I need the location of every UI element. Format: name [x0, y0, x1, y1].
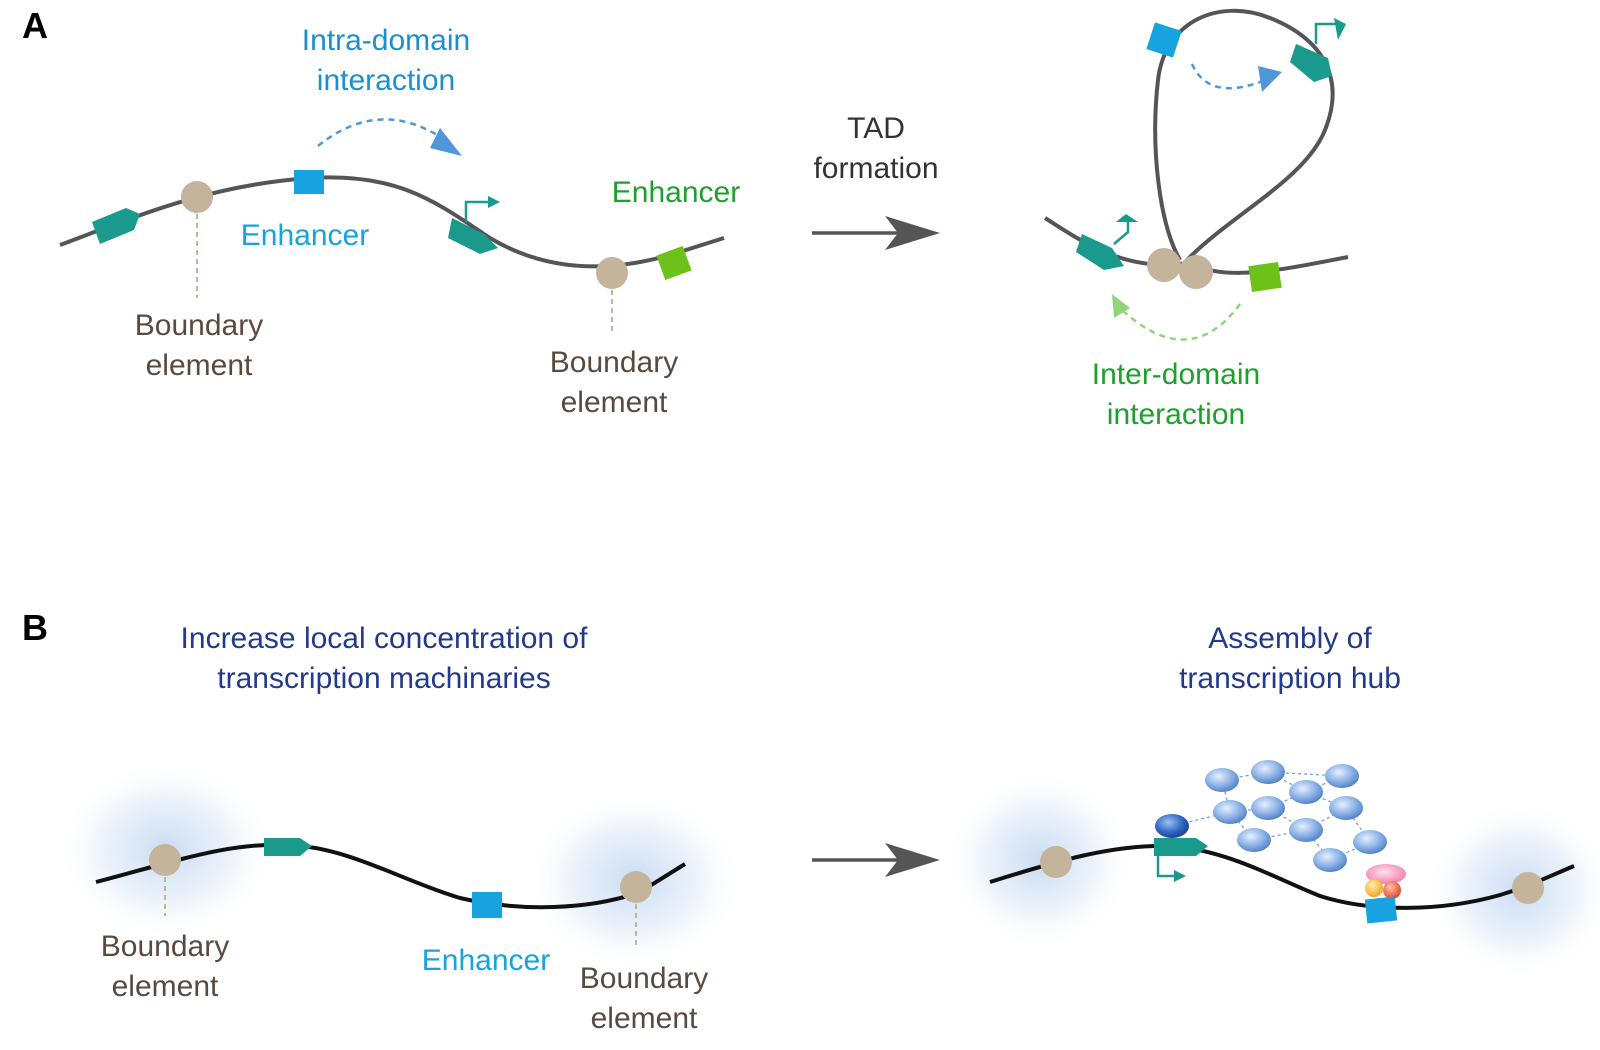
chromatin-fiber-b-right [989, 843, 1575, 910]
boundary-left-label-line2: element [146, 349, 253, 382]
intra-domain-label-line1: Intra-domain [302, 24, 470, 57]
inter-domain-arrow [1121, 303, 1242, 341]
right-title-line1: Assembly of [1208, 622, 1372, 655]
arrowhead-icon [885, 843, 940, 877]
tss-arrowhead-icon [1174, 870, 1186, 882]
enhancer-icon [1146, 22, 1182, 58]
enhancer-label-b: Enhancer [422, 944, 550, 977]
protein-complex-icon [1313, 848, 1347, 872]
boundary-element-icon [620, 871, 652, 903]
chromatin-fiber-a [59, 175, 725, 269]
enhancer-icon [656, 245, 692, 281]
right-title-line2: transcription hub [1179, 662, 1401, 695]
panel-a-letter: A [22, 5, 48, 46]
boundary-element-icon [1040, 846, 1072, 878]
protein-complex-icon [1353, 830, 1387, 854]
enhancer-icon [472, 892, 502, 918]
enhancer-green-label: Enhancer [612, 176, 740, 209]
chromatin-fiber-b-left [95, 842, 687, 910]
tss-arrowhead-icon [1116, 214, 1138, 222]
boundary-right-label-b-line1: Boundary [580, 962, 708, 995]
boundary-element-icon [149, 844, 181, 876]
concentration-glow [945, 770, 1135, 950]
arrowhead-icon [1258, 66, 1282, 92]
arrowhead-icon [1112, 294, 1130, 318]
protein-complex-icon [1289, 818, 1323, 842]
left-title-line2: transcription machinaries [217, 662, 550, 695]
gene-promoter-icon [264, 838, 312, 856]
enhancer-icon [1364, 896, 1398, 924]
boundary-left-label-line1: Boundary [135, 309, 263, 342]
gene-promoter-icon [448, 218, 498, 254]
enhancer-blue-label: Enhancer [241, 219, 369, 252]
protein-complex-icon [1383, 881, 1401, 899]
inter-domain-label-line2: interaction [1107, 398, 1245, 431]
enhancer-icon [294, 170, 324, 194]
boundary-right-label-line2: element [561, 386, 668, 419]
protein-complex-icon [1325, 764, 1359, 788]
intra-domain-arrowhead-icon [430, 128, 462, 156]
tss-arrowhead-icon [1334, 18, 1346, 40]
intra-domain-arrow [317, 118, 446, 147]
transcription-start-arrow-icon [1113, 222, 1130, 245]
boundary-right-label-line1: Boundary [550, 346, 678, 379]
boundary-element-icon [1147, 248, 1181, 282]
transcription-start-arrow-icon [1314, 22, 1338, 44]
protein-complex-icon [1251, 760, 1285, 784]
transcription-start-arrow-icon [464, 200, 492, 222]
inter-domain-label-line1: Inter-domain [1092, 358, 1260, 391]
protein-complex-icon [1365, 879, 1383, 897]
gene-promoter-icon [1076, 234, 1124, 270]
boundary-left-label-b-line2: element [112, 970, 219, 1003]
intra-domain-arrow-loop [1190, 63, 1271, 90]
transcription-start-arrow-icon [1156, 856, 1178, 878]
protein-complex-icon [1155, 814, 1189, 838]
left-title-line1: Increase local concentration of [181, 622, 589, 655]
boundary-right-label-b-line2: element [591, 1002, 698, 1035]
tss-arrowhead-icon [488, 196, 500, 208]
protein-complex-icon [1366, 864, 1406, 884]
boundary-element-icon [181, 181, 213, 213]
boundary-element-icon [1512, 872, 1544, 904]
boundary-element-icon [1179, 255, 1213, 289]
protein-complex-icon [1251, 796, 1285, 820]
protein-complex-icon [1213, 800, 1247, 824]
boundary-left-label-b-line1: Boundary [101, 930, 229, 963]
enhancer-icon [1248, 262, 1282, 292]
protein-complex-icon [1205, 768, 1239, 792]
gene-promoter-icon [1290, 44, 1332, 82]
arrowhead-icon [885, 216, 940, 250]
gene-promoter-icon [1154, 838, 1208, 856]
tad-loop [1153, 8, 1335, 264]
boundary-element-icon [596, 257, 628, 289]
protein-complex-icon [1289, 780, 1323, 804]
tad-formation-label-line1: TAD [847, 112, 905, 145]
panel-b-letter: B [22, 607, 48, 648]
gene-promoter-icon [92, 208, 140, 244]
tad-formation-label-line2: formation [813, 152, 938, 185]
protein-complex-icon [1329, 796, 1363, 820]
intra-domain-label-line2: interaction [317, 64, 455, 97]
protein-complex-icon [1237, 828, 1271, 852]
